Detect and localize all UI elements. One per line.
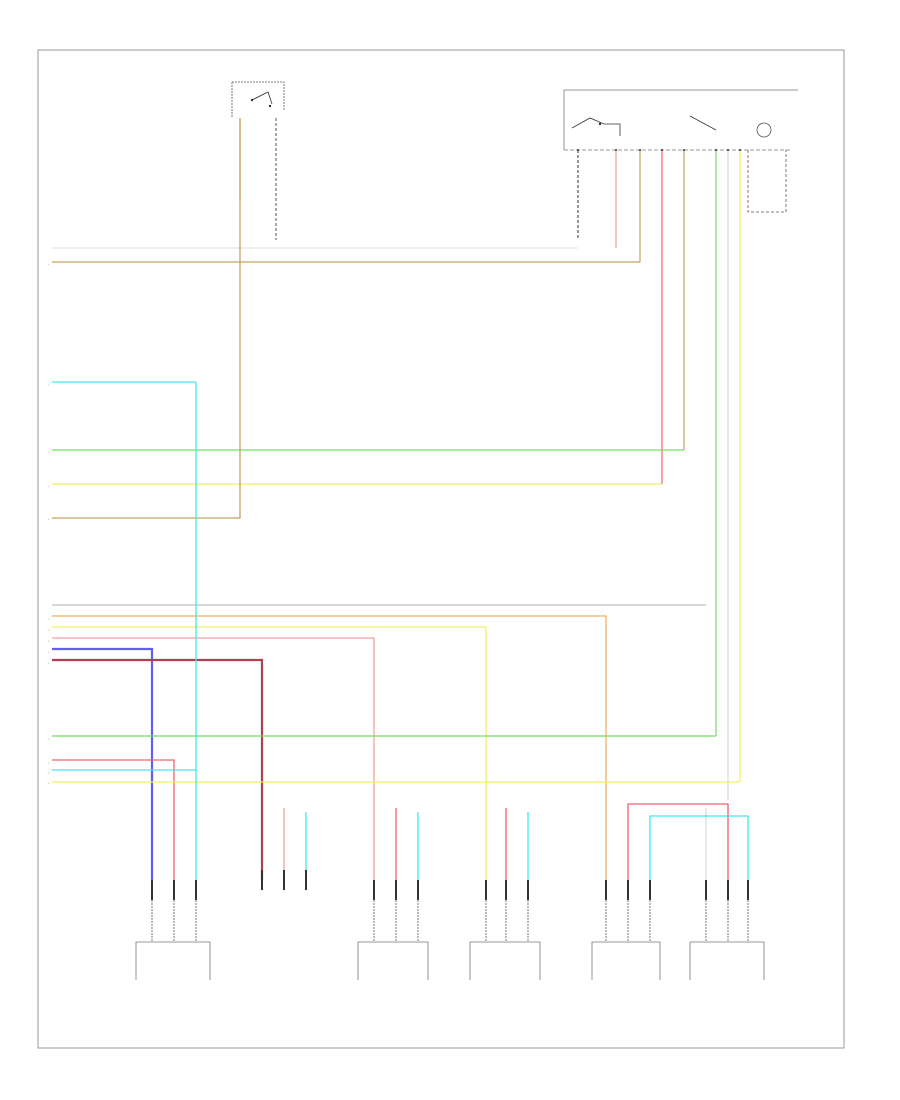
pin-terminals: [577, 149, 741, 151]
diagram-border: [37, 49, 845, 1049]
component-1: [135, 900, 211, 980]
svg-text:•: •: [48, 761, 49, 765]
svg-text:•: •: [48, 628, 49, 632]
top-switch: [231, 81, 285, 240]
component-4: [591, 900, 661, 980]
svg-text:•: •: [48, 650, 49, 654]
svg-text:•: •: [48, 781, 49, 785]
svg-text:•: •: [48, 617, 49, 621]
svg-text:•: •: [48, 737, 49, 741]
svg-text:•: •: [48, 450, 49, 454]
svg-text:•: •: [48, 771, 49, 775]
svg-text:•: •: [48, 484, 49, 488]
svg-text:•: •: [48, 661, 49, 665]
component-3: [469, 900, 541, 980]
component-2: [357, 900, 429, 980]
svg-text:•: •: [48, 639, 49, 643]
horizontal-wires: [52, 200, 740, 880]
control-module: [563, 89, 798, 213]
component-5: [689, 900, 765, 980]
left-wire-labels: • • • • • • • • • • • • • •: [48, 262, 49, 785]
module-pin-stubs: [577, 150, 741, 800]
component-drops: [283, 803, 749, 880]
svg-text:•: •: [48, 262, 49, 266]
connector-stubs: [151, 870, 749, 900]
svg-text:•: •: [48, 517, 49, 521]
svg-text:•: •: [48, 383, 49, 387]
